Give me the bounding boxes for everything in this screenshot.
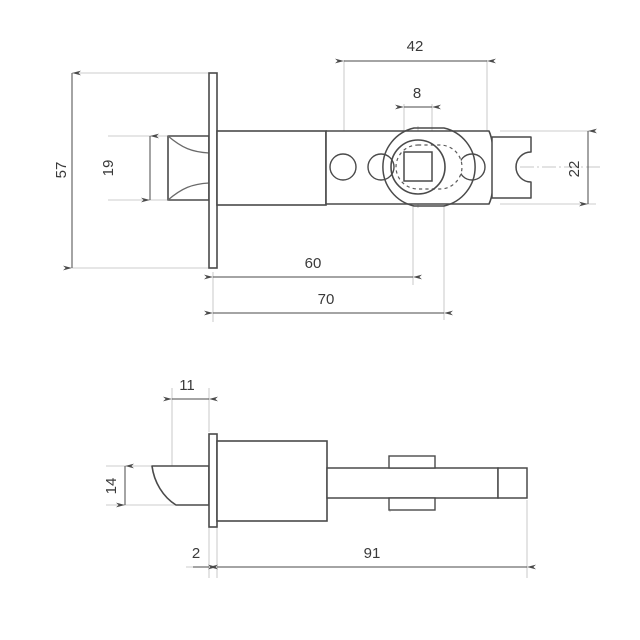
dim-label-8: 8 [413,85,421,102]
dimension-70: 70 [204,291,453,316]
case-block-side-view [216,440,328,522]
dimension-14: 14 [103,463,134,508]
case-neck-top-view [216,130,327,206]
faceplate-top-view [208,72,218,269]
dimension-8: 8 [395,85,441,110]
dimension-19: 19 [100,133,159,203]
dimension-57: 57 [53,70,81,271]
faceplate-side-view [208,433,218,528]
dimension-2: 2 [192,545,218,570]
fixing-hole-1 [329,153,357,181]
end-boss-side-view [497,467,528,499]
dimension-22: 22 [566,128,597,207]
top-view-extension-lines [72,60,596,322]
bolt-bevel-upper [167,135,210,154]
fixing-hole-3 [458,153,486,181]
fixing-hole-2 [367,153,395,181]
square-spindle-hole [403,151,433,182]
rear-tab-with-notch [491,136,532,199]
dim-label-19: 19 [100,160,117,177]
dim-label-60: 60 [305,255,322,272]
latch-bolt-chamfer-curves [167,135,210,201]
dim-label-22: 22 [566,161,583,178]
dimension-11: 11 [163,377,218,402]
dim-label-42: 42 [407,38,424,55]
dim-label-14: 14 [103,478,120,495]
dimension-91: 91 [208,545,536,570]
side-view-group: 11 14 2 91 [103,377,536,578]
dim-label-57: 57 [53,162,70,179]
top-view-group: 57 19 42 8 22 [53,38,600,322]
hub-boss-circle [390,139,446,195]
hub-hidden-stadium [395,144,463,190]
hub-collar-lower [388,497,436,511]
bolt-bevel-lower [167,182,210,201]
hub-stadium-outline [382,127,476,207]
dim-label-11: 11 [179,377,195,394]
latch-bolt-top [167,135,210,201]
latch-bolt-outline [167,135,210,201]
dim-label-91: 91 [364,545,381,562]
dim-label-2: 2 [192,545,200,562]
dimension-42: 42 [335,38,496,64]
dim-label-70: 70 [318,291,335,308]
latch-bolt-side [151,465,210,506]
hub-collar-upper [388,455,436,469]
dimension-60: 60 [204,255,422,280]
spindle-shaft-side-view [326,467,499,499]
